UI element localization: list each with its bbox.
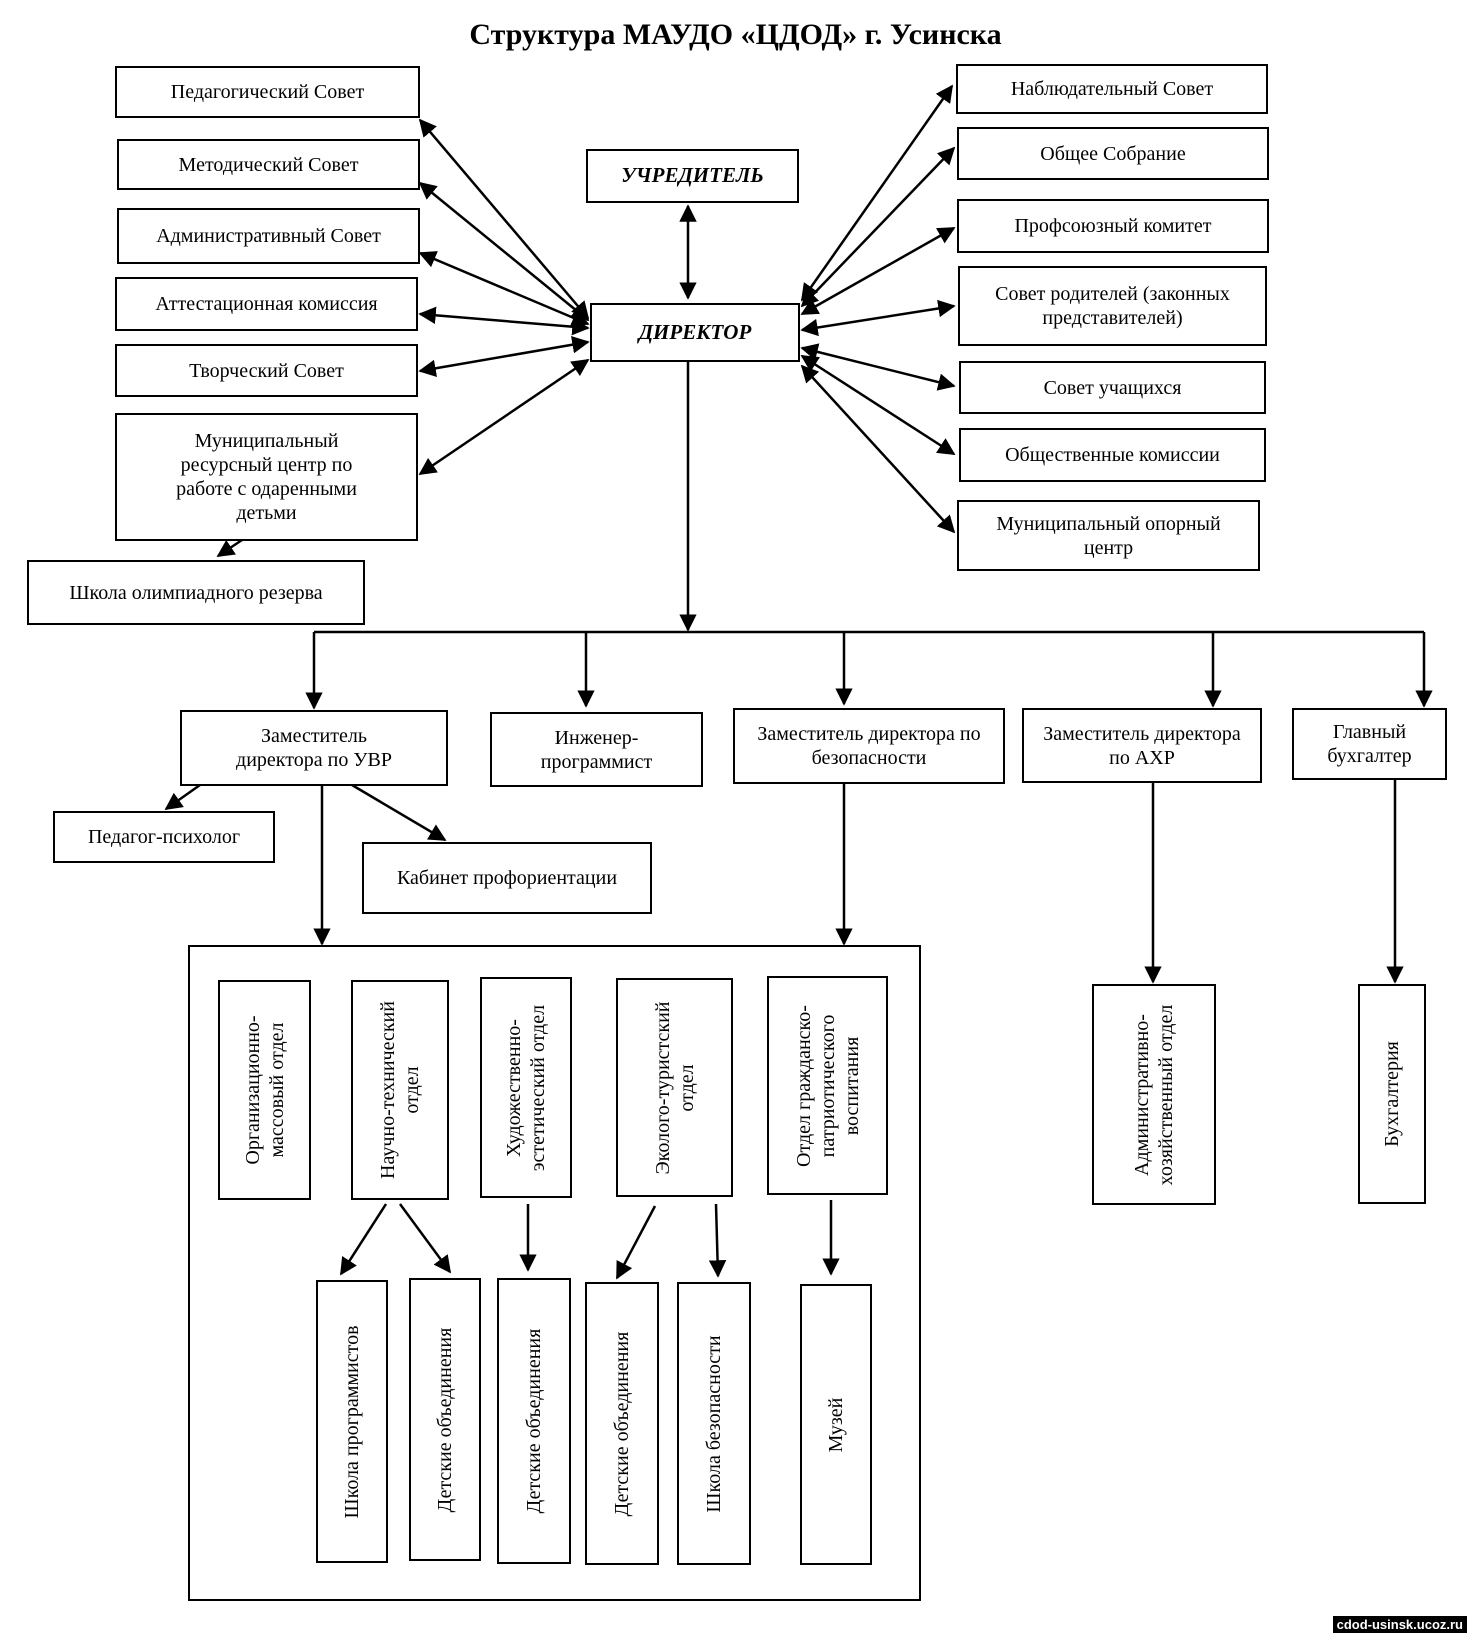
deputy-security: Заместитель директора по безопасности [733, 708, 1005, 784]
children-associations-tech: Детские объединения [409, 1278, 481, 1561]
deputy-uvr: Заместитель директора по УВР [180, 710, 448, 786]
right-arrow-7 [800, 364, 956, 534]
dept-label: Организационно-массовый отдел [241, 1015, 288, 1165]
subunit-label: Детские объединения [523, 1328, 545, 1514]
resource-center: Муниципальный ресурсный центр по работе … [115, 413, 418, 541]
children-associations-art: Детские объединения [497, 1278, 571, 1564]
students-council: Совет учащихся [959, 361, 1266, 414]
dept-organizational: Организационно-массовый отдел [218, 980, 311, 1200]
eco-to-safety [708, 1203, 727, 1278]
right-arrow-6 [800, 354, 956, 456]
ahr-department: Административно-хозяйственный отдел [1092, 984, 1216, 1205]
museum: Музей [800, 1284, 872, 1565]
watermark: cdod-usinsk.ucoz.ru [1332, 1616, 1467, 1633]
council-methodical: Методический Совет [117, 139, 420, 190]
olympiad-arrow [216, 536, 246, 558]
right-arrow-1 [800, 84, 954, 302]
left-arrow-5 [418, 336, 590, 377]
left-arrow-2 [418, 181, 590, 322]
director-box: ДИРЕКТОР [590, 303, 800, 362]
subunit-label: Музей [825, 1397, 847, 1452]
subunit-label: Школа безопасности [703, 1334, 725, 1513]
dept-label: Бухгалтерия [1381, 1041, 1403, 1147]
founder-box: УЧРЕДИТЕЛЬ [586, 149, 799, 203]
parents-council: Совет родителей (законных представителей… [958, 266, 1267, 346]
career-office: Кабинет профориентации [362, 842, 652, 914]
right-arrow-5 [800, 343, 956, 391]
children-associations-eco: Детские объединения [585, 1282, 659, 1565]
council-administrative: Административный Совет [117, 208, 420, 264]
uvr-to-career [351, 783, 447, 842]
chief-accountant: Главный бухгалтер [1292, 708, 1447, 780]
dept-patriotic: Отдел гражданско-патриотического воспита… [767, 976, 888, 1195]
council-supervisory: Наблюдательный Совет [956, 64, 1268, 114]
engineer-programmer: Инженер-программист [490, 712, 703, 787]
dept-label: Научно-технический отдел [377, 1001, 423, 1179]
programmers-school: Школа программистов [316, 1280, 388, 1563]
page-title: Структура МАУДО «ЦДОД» г. Усинска [469, 18, 1002, 51]
council-creative: Творческий Совет [115, 344, 418, 397]
deputy-ahr: Заместитель директора по АХР [1022, 708, 1262, 783]
left-arrow-6 [418, 358, 590, 476]
right-arrow-3 [800, 226, 956, 316]
psychologist: Педагог-психолог [53, 811, 275, 863]
subunit-label: Детские объединения [434, 1327, 456, 1512]
olympiad-school: Школа олимпиадного резерва [27, 560, 365, 625]
trade-union-committee: Профсоюзный комитет [957, 199, 1269, 253]
nt-to-children [398, 1203, 452, 1274]
dept-scientific-technical: Научно-технический отдел [351, 980, 449, 1200]
eco-to-children [615, 1205, 657, 1280]
right-arrow-2 [800, 146, 956, 308]
accounting: Бухгалтерия [1358, 984, 1426, 1204]
municipal-center: Муниципальный опорный центр [957, 500, 1260, 571]
general-meeting: Общее Собрание [957, 127, 1269, 180]
dept-label: Административно-хозяйственный отдел [1131, 1004, 1177, 1185]
commission-attestation: Аттестационная комиссия [115, 277, 418, 331]
dept-label: Эколого-туристский отдел [651, 1000, 698, 1175]
right-arrow-4 [800, 299, 956, 337]
uvr-to-psychologist [164, 783, 201, 811]
subunit-label: Детские объединения [611, 1331, 633, 1516]
safety-school: Школа безопасности [677, 1282, 751, 1565]
dept-art-aesthetic: Художественно-эстетический отдел [480, 977, 572, 1198]
dept-label: Отдел гражданско-патриотического воспита… [792, 1004, 863, 1167]
council-pedagogical: Педагогический Совет [115, 66, 420, 118]
dept-eco-tourist: Эколого-туристский отдел [616, 978, 733, 1197]
public-commissions: Общественные комиссии [959, 428, 1266, 482]
dept-label: Художественно-эстетический отдел [503, 1004, 549, 1171]
left-arrow-4 [418, 306, 590, 336]
nt-to-programmers [339, 1203, 388, 1276]
departments-frame [188, 945, 921, 1601]
subunit-label: Школа программистов [341, 1324, 363, 1519]
